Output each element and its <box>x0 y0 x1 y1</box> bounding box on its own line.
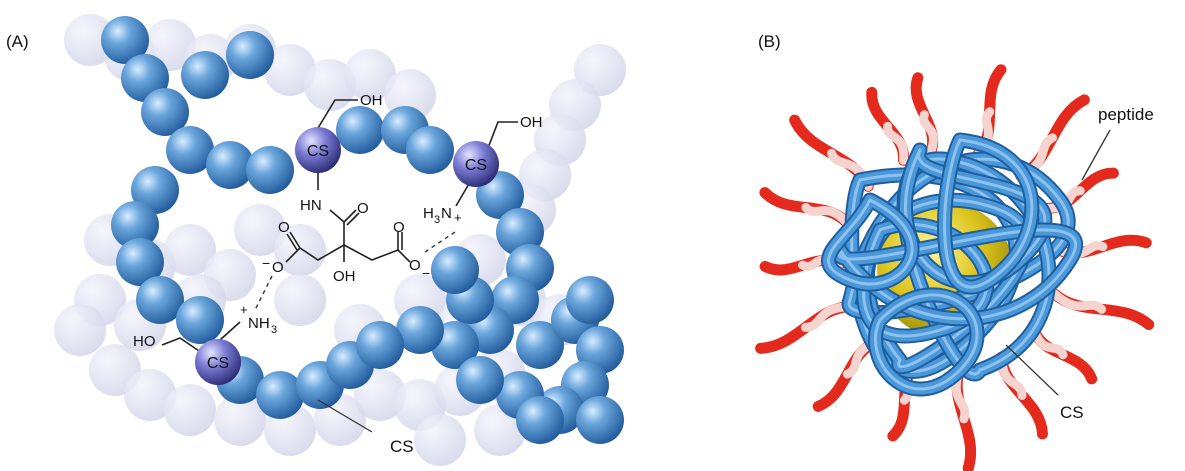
chain-bead <box>131 166 179 214</box>
chain-bead <box>136 276 184 324</box>
faded-bead <box>304 59 356 111</box>
peptide-chain-highlight <box>800 301 855 332</box>
peptide-pointer-line <box>1081 129 1111 181</box>
cs-pointer-line <box>317 399 373 433</box>
cs-node-label: CS <box>207 355 229 372</box>
faded-bead <box>234 204 286 256</box>
oxygen-label: O <box>409 257 421 274</box>
chain-bead <box>206 141 254 189</box>
chain-bead <box>496 208 544 256</box>
cs-pointer-label: CS <box>390 437 414 456</box>
chain-bead <box>101 16 149 64</box>
hydroxyl-label: OH <box>360 92 383 109</box>
peptide-chain-highlight <box>883 121 909 165</box>
chain-bead <box>116 238 164 286</box>
chemical-labels: OH OH HO OH HN O O O O − O − H 3 N + + N… <box>133 92 543 350</box>
chain-bead <box>226 31 274 79</box>
faded-bead <box>274 224 326 276</box>
faded-bead <box>164 224 216 276</box>
faded-bead <box>414 414 466 466</box>
cs-node-label: CS <box>465 157 487 174</box>
faded-bead <box>164 384 216 436</box>
cs-node: CS <box>295 127 341 173</box>
cs-tube-highlight <box>943 138 1034 289</box>
oxygen-label: O <box>393 219 405 236</box>
cs-node: CS <box>195 339 241 385</box>
charge-label: − <box>262 255 270 271</box>
panel-b: peptide CS (B) <box>755 32 1155 471</box>
chain-bead <box>431 246 479 294</box>
polymer-chain-beads <box>101 16 624 444</box>
faded-bead <box>264 44 316 96</box>
ammonium-subscript: 3 <box>434 214 440 226</box>
faded-bead <box>274 274 326 326</box>
oxygen-label: O <box>278 219 290 236</box>
chain-bead <box>576 396 624 444</box>
ionic-interactions <box>254 231 456 311</box>
peptide-chain-highlight <box>1050 289 1107 314</box>
faded-bead <box>124 369 176 421</box>
chain-bead <box>166 126 214 174</box>
charge-label: + <box>240 302 248 317</box>
cs-pointer-line <box>1005 344 1059 396</box>
chain-bead <box>181 51 229 99</box>
cs-tube-highlight <box>826 198 914 286</box>
cs-tube-highlight <box>837 228 1077 321</box>
hydroxyl-label: HO <box>133 333 156 350</box>
crosslinker-bonds <box>161 99 518 356</box>
oxygen-label: O <box>357 200 369 217</box>
chain-bead <box>246 146 294 194</box>
cs-node-label: CS <box>307 143 329 160</box>
panel-a: CS CS CS OH OH HO OH HN O O O O − O − H … <box>6 14 626 466</box>
hydroxyl-label: OH <box>333 268 356 285</box>
panel-b-label: (B) <box>758 32 781 51</box>
charge-label: − <box>422 265 430 281</box>
chain-bead <box>336 106 384 154</box>
ammonium-label: NH <box>248 315 270 332</box>
ammonium-label: H <box>423 205 434 222</box>
hydroxyl-label: OH <box>520 114 543 131</box>
faded-bead <box>344 49 396 101</box>
cs-tube-highlight <box>874 293 979 391</box>
chain-bead <box>406 126 454 174</box>
chain-bead <box>456 356 504 404</box>
faded-bead <box>354 369 406 421</box>
chain-bead <box>141 88 189 136</box>
cs-node: CS <box>453 141 499 187</box>
chain-bead <box>356 321 404 369</box>
faded-bead <box>214 394 266 446</box>
cs-pointer-label: CS <box>1060 403 1084 422</box>
faded-bead <box>64 14 116 66</box>
peptide-chain-highlight <box>801 203 852 227</box>
faded-bead <box>54 304 106 356</box>
amide-nh-label: HN <box>300 197 322 214</box>
peptide-chain-highlight <box>919 110 938 157</box>
peptide-pointer-label: peptide <box>1098 105 1154 124</box>
panel-a-label: (A) <box>6 32 29 51</box>
chain-bead <box>516 396 564 444</box>
chain-bead <box>516 321 564 369</box>
chain-bead <box>396 306 444 354</box>
chain-bead <box>566 276 614 324</box>
ammonium-subscript: 3 <box>271 324 277 336</box>
ammonium-label: N <box>441 205 452 222</box>
charge-label: + <box>454 210 462 225</box>
cs-shell-tubes <box>821 132 1083 397</box>
chain-bead <box>256 371 304 419</box>
chain-bead <box>176 296 224 344</box>
oxygen-label: O <box>272 259 284 276</box>
chain-bead <box>111 201 159 249</box>
